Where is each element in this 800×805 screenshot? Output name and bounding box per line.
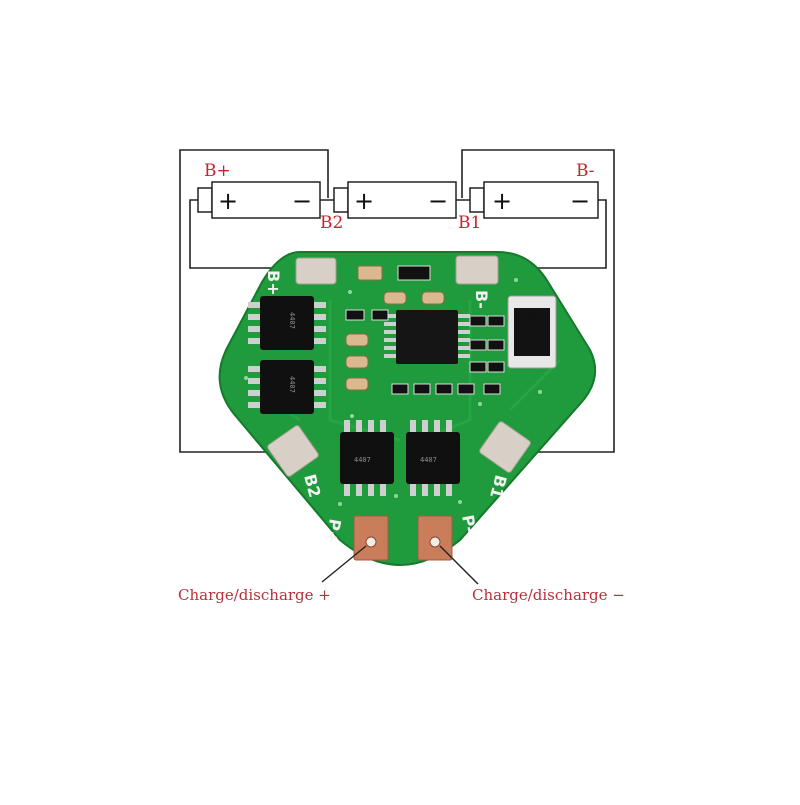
capacitor (345, 377, 369, 391)
pad-b-minus (455, 255, 499, 285)
pad-p-plus-hole (365, 536, 377, 548)
cell-2-minus-sign: − (428, 187, 448, 215)
cell-3-body (483, 181, 599, 219)
resistor (457, 383, 475, 395)
cell-2-nub (333, 187, 349, 213)
resistor (487, 339, 505, 351)
resistor (413, 383, 431, 395)
label-b1: B1 (458, 213, 481, 233)
resistor (483, 383, 501, 395)
resistor (345, 309, 365, 321)
cell-1-body (211, 181, 321, 219)
cell-3: + − (469, 181, 599, 219)
label-b-minus: B- (576, 161, 595, 181)
cell-3-nub (469, 187, 485, 213)
pad-b1 (479, 421, 531, 473)
resistor (391, 383, 409, 395)
silk-b-minus: B- (472, 290, 491, 309)
resistor (371, 309, 389, 321)
cell-1: + − (197, 181, 321, 219)
svg-text:4407: 4407 (354, 456, 371, 464)
mosfet-chip-3: 4407 (340, 420, 394, 496)
capacitor (383, 291, 407, 305)
cell-1-minus-sign: − (292, 187, 312, 215)
capacitor (357, 265, 383, 281)
resistor (469, 361, 487, 373)
mosfet-chip-4: 4407 (406, 420, 460, 496)
label-b-plus: B+ (204, 161, 231, 181)
wire-b-minus (486, 199, 607, 269)
wire-b-plus (189, 199, 306, 269)
pcb-board: B+ B- B2 B1 P+ P- 4407 4407 (218, 251, 597, 566)
vias (244, 278, 542, 506)
caption-charge-minus: Charge/discharge − (472, 586, 625, 604)
mosfet-chip-1: 4407 (248, 296, 326, 350)
pointer-charge-minus (439, 545, 479, 585)
silk-p-plus: P+ (322, 517, 345, 545)
capacitor (345, 355, 369, 369)
protection-ic (384, 310, 470, 364)
resistor (435, 383, 453, 395)
resistor (397, 265, 431, 281)
svg-text:4407: 4407 (288, 312, 296, 329)
pad-b-plus (295, 257, 337, 285)
cell-1-nub (197, 187, 213, 213)
resistors-small (345, 265, 505, 395)
wire-b2-left (179, 149, 329, 453)
cell-3-minus-sign: − (570, 187, 590, 215)
pointers (321, 545, 479, 585)
pointer-charge-plus (321, 545, 367, 583)
wiring (179, 149, 615, 453)
cell-2: + − (333, 181, 457, 219)
resistor (469, 339, 487, 351)
capacitor (421, 291, 445, 305)
silk-p-minus: P- (458, 513, 480, 534)
caption-charge-plus: Charge/discharge + (178, 586, 331, 604)
capacitors (345, 265, 445, 391)
svg-text:4407: 4407 (288, 376, 296, 393)
pad-b2 (267, 425, 319, 477)
cell-1-plus-sign: + (218, 187, 238, 215)
pad-p-minus-hole (429, 536, 441, 548)
silk-b-plus: B+ (264, 270, 283, 296)
label-b2: B2 (320, 213, 343, 233)
resistor-marking: R010 (520, 312, 535, 349)
wire-b1-right (461, 149, 615, 453)
resistor (487, 315, 505, 327)
mosfet-chip-2: 4407 (248, 360, 326, 414)
svg-text:4407: 4407 (420, 456, 437, 464)
cell-3-plus-sign: + (492, 187, 512, 215)
resistor (487, 361, 505, 373)
capacitor (345, 333, 369, 347)
sense-resistor: R010 (507, 295, 557, 369)
cell-2-plus-sign: + (354, 187, 374, 215)
resistor (469, 315, 487, 327)
